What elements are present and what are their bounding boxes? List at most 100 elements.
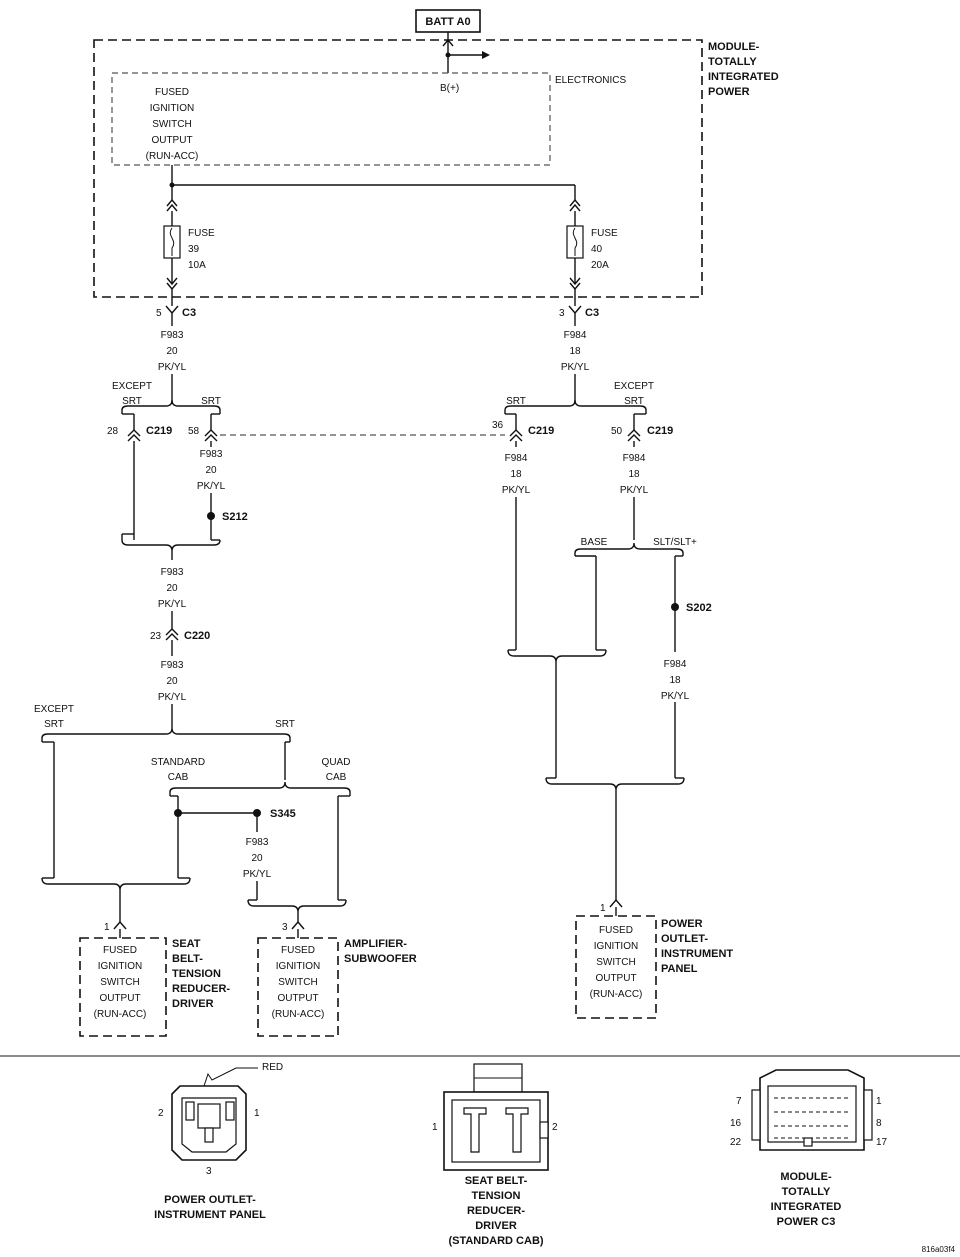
wire-color: PK/YL — [158, 599, 187, 610]
pin-number: 23 — [150, 631, 162, 642]
figure-id: 816a03f4 — [922, 1245, 956, 1254]
wire-color: PK/YL — [620, 485, 649, 496]
pin-number: 3 — [206, 1166, 212, 1177]
branch-label: STANDARD — [151, 757, 205, 768]
wire-gauge: 20 — [166, 346, 178, 357]
wire-label-f983: F983 20 PK/YL — [158, 660, 187, 703]
branch-label: EXCEPT — [112, 381, 152, 392]
merge-bracket — [247, 899, 347, 913]
component-amplifier-subwoofer: 3 FUSED IGNITION SWITCH OUTPUT (RUN-ACC)… — [257, 920, 417, 1037]
splice-label: S212 — [222, 511, 248, 523]
output-line: IGNITION — [594, 941, 638, 952]
tipm-module-outline — [93, 39, 703, 298]
branch-label: SRT — [122, 396, 142, 407]
electronics-box — [111, 72, 551, 166]
component-name: OUTLET- — [661, 933, 708, 945]
wire-label-f983: F983 20 PK/YL — [158, 567, 187, 610]
wire-gauge: 20 — [205, 465, 217, 476]
component-name: DRIVER — [172, 998, 214, 1010]
fuse-text: FUSE — [188, 228, 215, 239]
component-box — [79, 937, 167, 1037]
pin-number: 28 — [107, 426, 119, 437]
output-line: (RUN-ACC) — [272, 1009, 325, 1020]
output-line: FUSED — [155, 87, 189, 98]
branch-label: EXCEPT — [614, 381, 654, 392]
tipm-name-line: MODULE- — [708, 41, 760, 53]
connector-name: C3 — [585, 307, 599, 319]
wire-label-f984: F984 18 PK/YL — [620, 453, 649, 496]
connector-caption: DRIVER — [475, 1220, 517, 1232]
connector-name: C219 — [528, 425, 554, 437]
arrow-right-icon — [482, 51, 490, 59]
connector-c3-pin-5: 5 C3 — [156, 305, 196, 326]
wire-label-f983: F983 20 PK/YL — [243, 837, 272, 880]
branch-bracket — [504, 399, 647, 414]
branch-label: QUAD — [322, 757, 351, 768]
wire-gauge: 18 — [510, 469, 522, 480]
component-box — [257, 937, 339, 1037]
wire-color-label: RED — [262, 1062, 283, 1073]
splice-label: S345 — [270, 808, 296, 820]
branch-bracket — [121, 399, 221, 414]
output-line: OUTPUT — [595, 973, 636, 984]
connector-name: C3 — [182, 307, 196, 319]
connector-name: C220 — [184, 630, 210, 642]
wire-code: F983 — [246, 837, 269, 848]
splice-label: S202 — [686, 602, 712, 614]
pin-number: 2 — [158, 1108, 164, 1119]
connector-c3-pin-3: 3 C3 — [559, 305, 599, 326]
wire-label-f983: F983 20 PK/YL — [197, 449, 226, 492]
wire-label-f984: F984 18 PK/YL — [561, 330, 590, 373]
connector-caption: POWER C3 — [777, 1216, 836, 1228]
wire-code: F984 — [505, 453, 528, 464]
branch-bracket — [574, 542, 684, 556]
connector-caption: REDUCER- — [467, 1205, 525, 1217]
wire-color: PK/YL — [158, 362, 187, 373]
pin-number: 8 — [876, 1118, 882, 1129]
branch-label: SLT/SLT+ — [653, 537, 697, 548]
wire-code: F984 — [623, 453, 646, 464]
component-name: TENSION — [172, 968, 221, 980]
branch-bracket — [169, 781, 351, 796]
connector-c219-pin-36: 36 C219 — [492, 413, 554, 442]
component-name: SUBWOOFER — [344, 953, 417, 965]
wire-gauge: 20 — [251, 853, 263, 864]
fuse-text: FUSE — [591, 228, 618, 239]
merge-bracket — [545, 777, 685, 791]
connector-caption: INTEGRATED — [771, 1201, 842, 1213]
connector-caption: POWER OUTLET- — [164, 1194, 256, 1206]
output-line: (RUN-ACC) — [146, 151, 199, 162]
component-name: REDUCER- — [172, 983, 230, 995]
pin-number: 1 — [600, 903, 606, 914]
connector-view-power-outlet: RED 2 1 3 POWER OUTLET- INSTRUMENT PANEL — [154, 1062, 283, 1221]
pin-number: 58 — [188, 426, 200, 437]
wire-code: F983 — [161, 330, 184, 341]
component-seat-belt: 1 FUSED IGNITION SWITCH OUTPUT (RUN-ACC)… — [79, 920, 230, 1037]
wire-color: PK/YL — [243, 869, 272, 880]
branch-label: SRT — [275, 719, 295, 730]
wire-color: PK/YL — [158, 692, 187, 703]
connector-c219-pin-58: 58 — [188, 413, 220, 442]
wire-code: F983 — [200, 449, 223, 460]
wire-label-f984: F984 18 PK/YL — [502, 453, 531, 496]
branch-label: SRT — [44, 719, 64, 730]
connector-name: C219 — [146, 425, 172, 437]
pin-number: 17 — [876, 1137, 888, 1148]
connector-caption: TOTALLY — [782, 1186, 831, 1198]
wire-code: F983 — [161, 660, 184, 671]
fuse-text: 20A — [591, 260, 609, 271]
tipm-name-line: INTEGRATED — [708, 71, 779, 83]
output-line: IGNITION — [98, 961, 142, 972]
pin-number: 16 — [730, 1118, 742, 1129]
fuse-text: 10A — [188, 260, 206, 271]
branch-bracket — [41, 727, 291, 742]
pin-number: 1 — [104, 922, 110, 933]
component-power-outlet: 1 FUSED IGNITION SWITCH OUTPUT (RUN-ACC)… — [575, 898, 733, 1019]
branch-label: SRT — [624, 396, 644, 407]
wire-label-f984: F984 18 PK/YL — [661, 659, 690, 702]
wire-color: PK/YL — [502, 485, 531, 496]
wire-gauge: 18 — [569, 346, 581, 357]
output-line: FUSED — [103, 945, 137, 956]
connector-caption: SEAT BELT- — [465, 1175, 528, 1187]
fuse-text: 40 — [591, 244, 603, 255]
